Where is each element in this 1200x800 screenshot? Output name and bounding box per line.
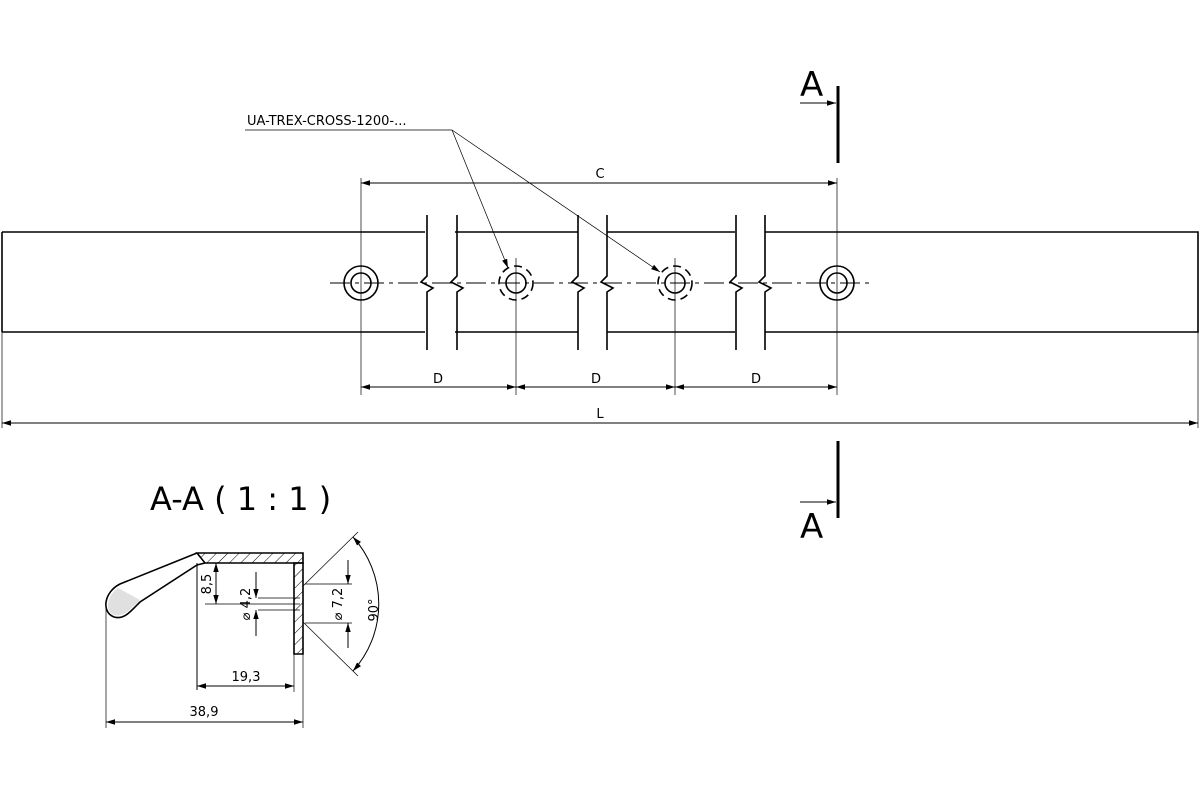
dimension-hole-large-label: ⌀ 7,2 <box>331 588 346 621</box>
dimension-l-label: L <box>596 407 604 422</box>
dimension-angle: 90° <box>302 531 382 677</box>
dimension-depth: 19,3 <box>197 654 295 692</box>
section-marker-bottom: A <box>800 441 840 547</box>
dimension-d2-label: D <box>591 372 601 387</box>
dimension-depth-label: 19,3 <box>232 670 261 685</box>
dimension-c-label: C <box>595 167 604 182</box>
break-lines <box>419 215 773 350</box>
section-profile <box>105 552 304 690</box>
dimension-l: L <box>2 407 1198 426</box>
part-callout: UA-TREX-CROSS-1200-... <box>245 114 661 273</box>
part-number-label: UA-TREX-CROSS-1200-... <box>247 114 406 129</box>
dimension-c: C <box>361 167 837 186</box>
extension-lines <box>1 178 1199 428</box>
dimension-d1-label: D <box>433 372 443 387</box>
mounting-hole-hidden-2 <box>657 258 693 395</box>
profile-bar <box>1 231 1199 333</box>
dimension-hole-large: ⌀ 7,2 <box>305 560 352 648</box>
dimension-width: 38,9 <box>105 604 304 728</box>
dimension-width-label: 38,9 <box>190 705 219 720</box>
section-marker-bottom-label: A <box>800 507 823 547</box>
dimension-d: D D D <box>361 372 837 390</box>
dimension-d3-label: D <box>751 372 761 387</box>
section-marker-top-label: A <box>800 65 823 105</box>
dimension-height-label: 8,5 <box>200 574 215 595</box>
section-marker-top: A <box>800 65 840 163</box>
section-view-title: A-A ( 1 : 1 ) <box>150 480 331 518</box>
mounting-hole-hidden-1 <box>498 258 534 395</box>
dimension-angle-label: 90° <box>367 598 382 621</box>
dimension-height: 8,5 <box>200 562 300 605</box>
